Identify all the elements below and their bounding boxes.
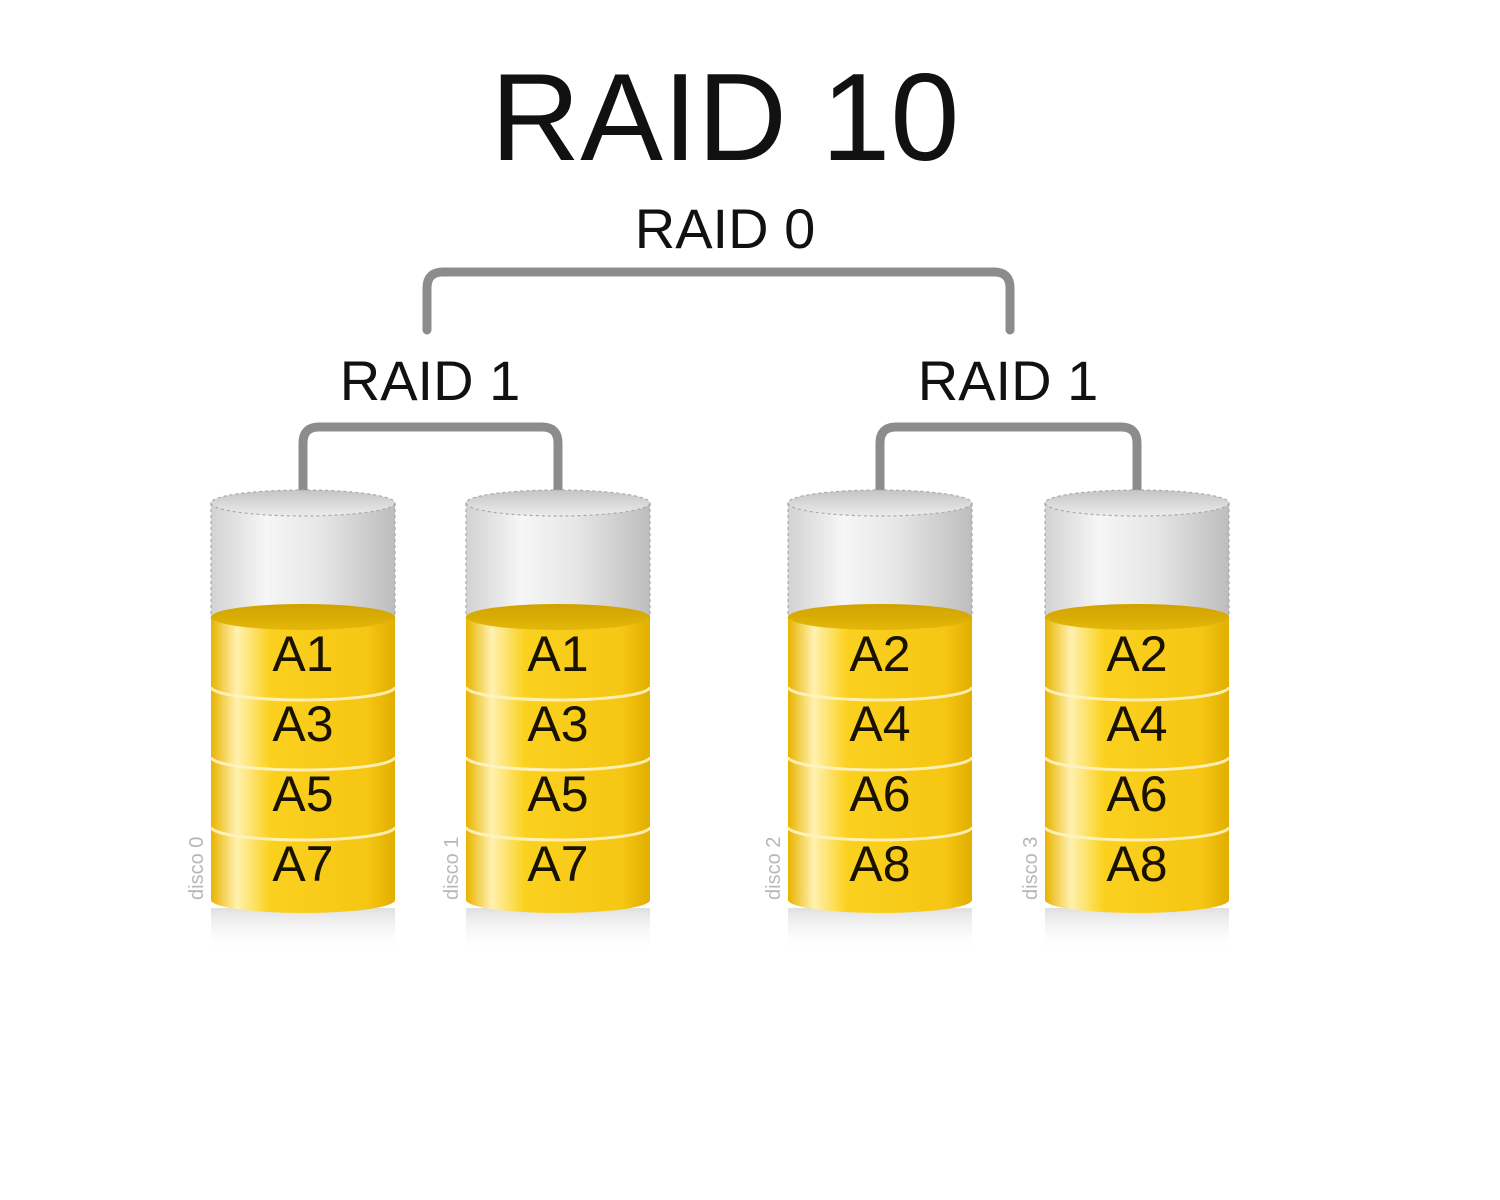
block-separator xyxy=(786,686,974,702)
disk-top xyxy=(787,489,973,517)
disk-label: disco 3 xyxy=(1020,837,1042,900)
data-block: A8 xyxy=(849,836,910,892)
disk-shadow xyxy=(788,908,972,952)
disk-data-top xyxy=(466,604,650,630)
block-separator xyxy=(464,686,652,702)
raid0-label: RAID 0 xyxy=(635,197,816,260)
data-block: A1 xyxy=(272,626,333,682)
disk-label: disco 2 xyxy=(763,837,785,900)
block-separator xyxy=(1043,756,1231,772)
disk-data-top xyxy=(211,604,395,630)
block-separator xyxy=(786,756,974,772)
block-separator xyxy=(209,686,397,702)
raid1-left-connector xyxy=(298,422,563,505)
data-block: A6 xyxy=(1106,766,1167,822)
raid0-connector xyxy=(422,267,1015,335)
disk-shadow xyxy=(466,908,650,952)
data-block: A3 xyxy=(272,696,333,752)
data-block: A7 xyxy=(272,836,333,892)
data-block: A6 xyxy=(849,766,910,822)
data-block: A8 xyxy=(1106,836,1167,892)
disk-shadow xyxy=(1045,908,1229,952)
block-separator xyxy=(209,826,397,842)
block-separator xyxy=(786,826,974,842)
disk-top xyxy=(210,489,396,517)
block-separator xyxy=(464,826,652,842)
disk-shadow xyxy=(211,908,395,952)
data-block: A1 xyxy=(527,626,588,682)
raid1-left-label: RAID 1 xyxy=(340,349,521,412)
disk-data-top xyxy=(1045,604,1229,630)
data-block: A2 xyxy=(849,626,910,682)
diagram-title: RAID 10 xyxy=(491,49,960,187)
disk-label: disco 1 xyxy=(441,837,463,900)
raid1-right-label: RAID 1 xyxy=(918,349,1099,412)
data-block: A7 xyxy=(527,836,588,892)
block-separator xyxy=(209,756,397,772)
disk-top xyxy=(465,489,651,517)
disk-data-top xyxy=(788,604,972,630)
raid1-right-connector xyxy=(875,422,1142,505)
data-block: A4 xyxy=(1106,696,1167,752)
data-block: A3 xyxy=(527,696,588,752)
block-separator xyxy=(1043,686,1231,702)
data-block: A5 xyxy=(272,766,333,822)
disk-label: disco 0 xyxy=(186,837,208,900)
data-block: A4 xyxy=(849,696,910,752)
block-separator xyxy=(1043,826,1231,842)
data-block: A5 xyxy=(527,766,588,822)
disk-top xyxy=(1044,489,1230,517)
block-separator xyxy=(464,756,652,772)
data-block: A2 xyxy=(1106,626,1167,682)
